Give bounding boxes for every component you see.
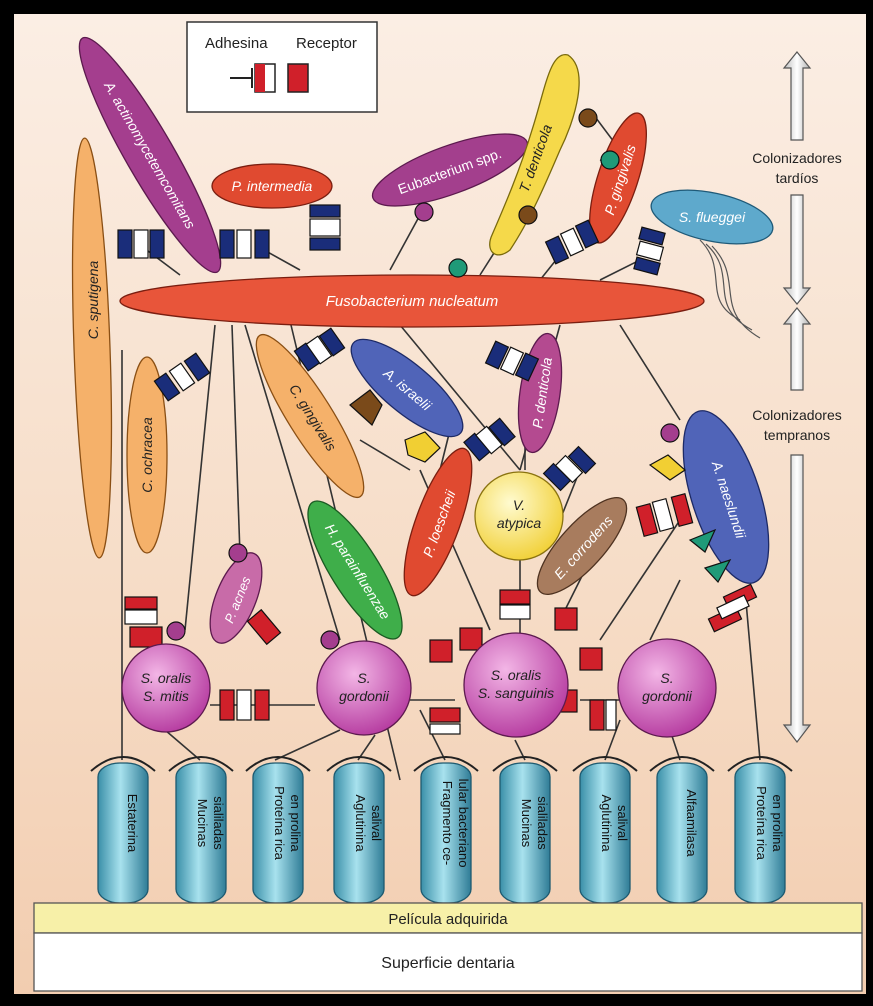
legend-receptor-label: Receptor [296,35,357,52]
p-intermedia: P. intermedia [212,164,332,208]
receptor-pillar-label: Aglutinina [353,794,368,852]
p-intermedia-label: P. intermedia [232,178,313,194]
receptor-pillar-label: Estaterina [125,794,140,853]
receptor-pillar-label: en prolina [770,794,785,852]
late-colonizers-label: Colonizadores [752,150,842,166]
coccus-3-label-2: S. sanguinis [478,685,554,701]
v-atypica: V. atypica [475,472,563,560]
s-flueggei-label: S. flueggei [679,209,746,225]
receptor-symbol [288,64,308,92]
receptor-pillar: Estaterina [91,757,155,903]
receptor-pillar-label: Proteína rica [754,786,769,860]
receptor-pillar-label: Aglutinina [599,794,614,852]
receptor-pillar: Alfaamilasa [650,757,714,903]
coccus-s-gordonii-2: S. gordonii [618,639,716,737]
receptor-pillar-label: lular bacteriano [456,779,471,868]
fusobacterium-nucleatum: Fusobacterium nucleatum [120,275,704,327]
receptor-pillar-label: salival [615,805,630,841]
pellicle-label: Película adquirida [388,911,508,928]
legend-adhesin-label: Adhesina [205,35,268,52]
receptor-pillar: Fragmento ce-lular bacteriano [414,757,478,903]
receptor-pillar-label: Mucinas [519,799,534,848]
coccus-3-label: S. oralis [491,667,542,683]
receptor-pillar-label: salival [369,805,384,841]
coccus-s-oralis-mitis: S. oralis S. mitis [122,644,210,732]
v-atypica-label: V. [513,497,525,513]
fusobacterium-label: Fusobacterium nucleatum [326,293,499,310]
receptor-pillar-label: en prolina [288,794,303,852]
coccus-2-label-2: gordonii [339,688,390,704]
tooth-surface-label: Superficie dentaria [381,955,515,972]
early-colonizers-label-2: tempranos [764,427,830,443]
v-atypica-label-2: atypica [497,515,542,531]
receptor-pillar-label: Mucinas [195,799,210,848]
coccus-4-label: S. [660,670,673,686]
receptor-pillar-label: sialiladas [535,796,550,850]
early-colonizers-label: Colonizadores [752,407,842,423]
receptor-pillar-label: Fragmento ce- [440,781,455,866]
receptor-pillar-label: sialiladas [211,796,226,850]
c-ochracea-label: C. ochracea [139,417,155,493]
coccus-4-label-2: gordonii [642,688,693,704]
c-sputigena-label: C. sputigena [85,260,101,339]
coccus-s-oralis-sanguinis: S. oralis S. sanguinis [464,633,568,737]
legend: Adhesina Receptor [187,22,377,112]
coccus-2-label: S. [357,670,370,686]
late-colonizers-label-2: tardíos [776,170,819,186]
coccus-1-label-2: S. mitis [143,688,189,704]
receptor-pillar-label: Alfaamilasa [684,789,699,857]
receptor-pillar-label: Proteína rica [272,786,287,860]
coccus-s-gordonii-1: S. gordonii [317,641,411,735]
coccus-1-label: S. oralis [141,670,192,686]
